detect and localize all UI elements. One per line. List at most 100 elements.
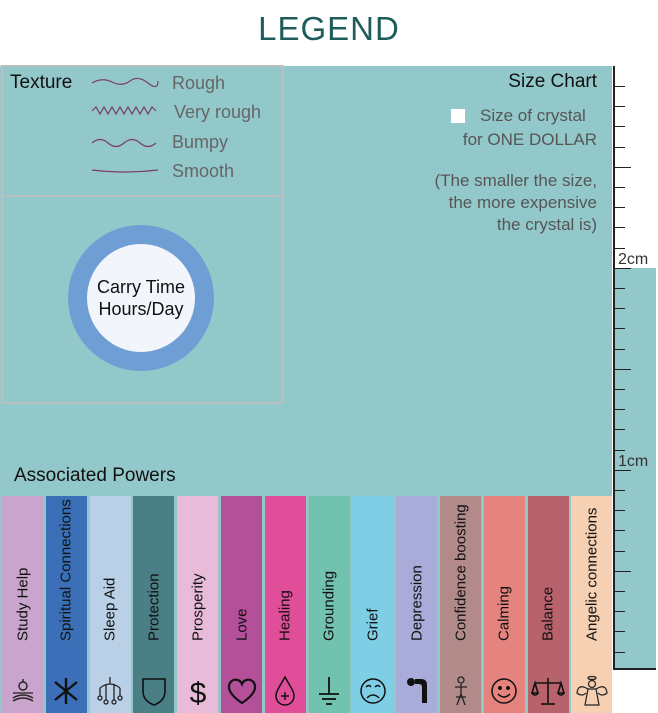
bumpy-wave-icon xyxy=(91,138,157,148)
power-strip: Love xyxy=(221,496,262,713)
texture-label: Rough xyxy=(172,73,226,93)
ruler-tick xyxy=(615,328,625,330)
ground-icon xyxy=(309,673,350,709)
very-rough-wave-icon xyxy=(91,105,157,116)
page-title: LEGEND xyxy=(258,10,400,47)
ruler-tick xyxy=(615,409,625,411)
ruler-tick xyxy=(615,207,625,209)
smooth-wave-icon xyxy=(91,169,159,173)
study-icon xyxy=(2,673,43,709)
power-label-wrap: Calming xyxy=(484,498,525,658)
power-strip: Depression xyxy=(396,496,438,713)
ruler-tick xyxy=(615,166,631,168)
power-label-wrap: Sleep Aid xyxy=(90,498,131,658)
power-strip: Grounding xyxy=(308,496,350,713)
power-label: Grounding xyxy=(320,570,338,641)
size-note-line1: (The smaller the size, xyxy=(434,171,598,190)
carry-time-line1: Carry Time xyxy=(96,277,185,297)
ruler-tick xyxy=(615,146,625,148)
ruler-tick xyxy=(615,651,625,653)
carry-time-center: Carry Time Hours/Day xyxy=(87,244,195,352)
ruler-tick xyxy=(615,348,625,350)
power-label: Spiritual Connections xyxy=(57,499,75,641)
asterisk-icon xyxy=(46,673,87,709)
power-strip: Angelic connections xyxy=(571,496,613,713)
ruler-tick xyxy=(615,530,625,532)
ruler-tick xyxy=(615,469,631,471)
ruler-tick xyxy=(615,247,625,249)
ruler-bottom-section xyxy=(615,268,656,668)
smile-icon xyxy=(484,673,525,709)
ruler-label-2cm: 2cm xyxy=(618,251,649,268)
ruler-tick xyxy=(615,308,625,310)
ruler-tick xyxy=(615,429,625,431)
ruler-tick xyxy=(615,267,631,269)
ruler-tick xyxy=(615,227,625,229)
scales-icon xyxy=(528,673,569,709)
size-chart-line2: for ONE DOLLAR xyxy=(462,130,597,149)
ruler-tick xyxy=(615,591,625,592)
power-label-wrap: Spiritual Connections xyxy=(46,498,87,658)
figure-icon xyxy=(440,673,481,709)
heart-icon xyxy=(221,673,262,709)
ruler-tick xyxy=(615,368,631,370)
size-chart-title: Size Chart xyxy=(508,71,597,92)
power-label-wrap: Love xyxy=(221,498,262,658)
power-label: Sleep Aid xyxy=(101,577,119,641)
power-label: Study Help xyxy=(14,567,31,641)
ruler-tick xyxy=(615,106,625,108)
texture-label: Bumpy xyxy=(172,132,229,152)
power-label-wrap: Prosperity xyxy=(177,498,218,658)
power-label-wrap: Grief xyxy=(352,498,393,658)
ruler-label-1cm: 1cm xyxy=(618,453,649,470)
power-strip: Confidence boosting xyxy=(440,496,481,713)
power-label: Balance xyxy=(539,586,557,641)
power-label-wrap: Confidence boosting xyxy=(440,498,481,658)
power-label: Love xyxy=(233,608,250,641)
power-strip: Study Help xyxy=(2,496,43,713)
power-strip: Calming xyxy=(483,496,525,713)
mobile-icon xyxy=(90,673,131,709)
power-strip: Prosperity $ xyxy=(177,496,219,713)
power-label-wrap: Depression xyxy=(396,498,437,658)
power-strip: Spiritual Connections xyxy=(45,496,87,713)
dollar-icon: $ xyxy=(177,673,218,709)
power-strip: Sleep Aid xyxy=(89,496,131,713)
texture-label: Very rough xyxy=(174,102,262,122)
power-label-wrap: Protection xyxy=(133,498,174,658)
ruler-tick xyxy=(615,510,625,512)
ruler-tick xyxy=(615,550,625,552)
power-label-wrap: Balance xyxy=(528,498,569,658)
power-label-wrap: Healing xyxy=(265,498,306,658)
power-strip: Protection xyxy=(133,496,175,713)
ruler-tick xyxy=(615,570,631,572)
power-label: Confidence boosting xyxy=(452,504,469,641)
power-label-wrap: Study Help xyxy=(2,498,43,658)
ruler-tick xyxy=(615,611,625,613)
ruler-tick xyxy=(615,288,625,289)
power-strip: Healing xyxy=(264,496,306,713)
power-label: Angelic connections xyxy=(583,507,601,641)
size-chart-note: (The smaller the size, the more expensiv… xyxy=(337,170,598,236)
sad-face-icon xyxy=(352,673,393,709)
power-label: Calming xyxy=(495,585,513,641)
power-label: Grief xyxy=(364,608,382,641)
power-label: Protection xyxy=(145,573,163,641)
size-note-line3: the crystal is) xyxy=(496,215,597,234)
size-square-icon xyxy=(451,109,465,123)
rough-wave-icon xyxy=(91,77,159,88)
size-chart-line1: Size of crystal xyxy=(480,106,586,125)
ruler-tick xyxy=(615,490,625,491)
angel-icon xyxy=(571,673,612,709)
size-note-line2: the more expensive xyxy=(448,193,597,212)
ruler: 2cm 1cm xyxy=(613,66,656,670)
powers-title: Associated Powers xyxy=(14,465,176,486)
ruler-tick xyxy=(615,86,625,87)
power-label: Healing xyxy=(276,590,294,641)
power-label: Prosperity xyxy=(189,573,207,641)
carry-time-ring: Carry Time Hours/Day xyxy=(68,225,214,371)
ruler-tick xyxy=(615,389,625,390)
ruler-tick xyxy=(615,126,625,128)
carry-time-box xyxy=(1,195,284,404)
ruler-tick xyxy=(615,187,625,188)
